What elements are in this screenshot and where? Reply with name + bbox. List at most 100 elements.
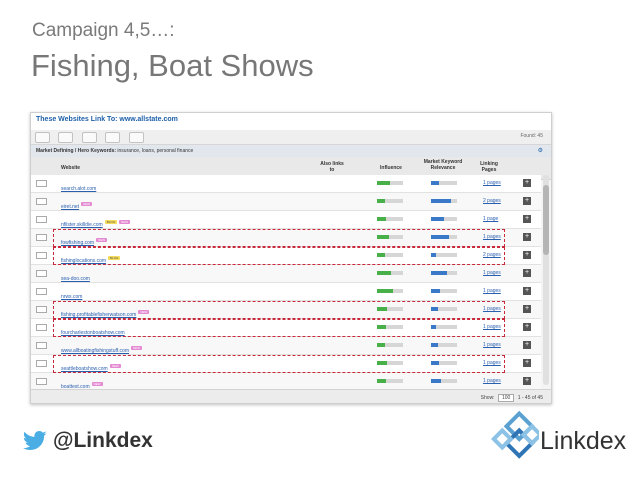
table-row[interactable]: search.alot.comALOT Search Powered by Go… [31,175,541,201]
table-row[interactable]: nrws.comNational and Local Weather Forec… [31,283,541,309]
linking-pages-link[interactable]: 2 pages [483,252,501,258]
site-url-link[interactable]: nfilster.skilldie.com [61,222,103,228]
linking-pages-link[interactable]: 1 pages [483,342,501,348]
row-select-checkbox[interactable] [36,306,47,313]
gear-icon[interactable]: ⚙ [537,148,543,154]
pager-range: 1 - 45 of 45 [517,395,543,401]
site-url-link[interactable]: seattleboatshow.com [61,366,108,372]
table-row[interactable]: fowfishing.comNEWFow Fishing: Ultimate F… [31,229,541,255]
linking-pages-link[interactable]: 1 pages [483,270,501,276]
add-site-button[interactable]: + [523,287,531,295]
table-row[interactable]: eiret.netNEWeiRET2 pages+ [31,193,541,219]
table-row[interactable]: www.allboatingfishingstuff.comNEWALL BOA… [31,337,541,363]
relevance-bar [431,235,457,239]
scrollbar[interactable] [543,175,549,385]
col-relevance[interactable]: Market Keyword Relevance [423,159,463,171]
linking-pages-link[interactable]: 1 pages [483,378,501,384]
influence-bar [377,325,403,329]
col-also-links[interactable]: Also links to [320,161,344,173]
site-url-link[interactable]: fourcharlestonboatshow.com [61,330,125,336]
linking-pages-link[interactable]: 1 pages [483,180,501,186]
table-row[interactable]: seattleboatshow.comNEWSeattleBoatShow.co… [31,355,541,381]
col-website[interactable]: Website [61,165,81,171]
site-url-link[interactable]: search.alot.com [61,186,97,192]
add-site-button[interactable]: + [523,179,531,187]
add-site-button[interactable]: + [523,323,531,331]
row-select-checkbox[interactable] [36,288,47,295]
site-tag-badge: NEW [109,363,121,368]
site-tag-badge: NEW [138,309,150,314]
site-url-link[interactable]: www.allboatingfishingstuff.com [61,348,129,354]
linking-pages-link[interactable]: 1 page [483,216,499,222]
row-select-checkbox[interactable] [36,360,47,367]
filter-tool-button[interactable] [81,132,97,143]
brand-name: Linkdex [540,427,627,455]
add-site-button[interactable]: + [523,269,531,277]
site-url-link[interactable]: eiret.net [61,204,80,210]
table-row[interactable]: fishinglocations.comBLOGFishing Reports … [31,247,541,279]
site-url-link[interactable]: fowfishing.com [61,240,95,246]
influence-bar [377,307,403,311]
relevance-bar-fill [431,199,451,203]
linking-pages-link[interactable]: 1 pages [483,306,501,312]
influence-bar-fill [377,361,388,365]
relevance-bar-fill [431,307,438,311]
found-count: Found: 45 [520,133,543,139]
add-site-button[interactable]: + [523,377,531,385]
edit-tool-button[interactable] [35,132,50,143]
add-site-button[interactable]: + [523,197,531,205]
linking-pages-link[interactable]: 1 pages [483,288,501,294]
tag-tool-button[interactable] [58,132,74,143]
influence-bar-fill [377,235,389,239]
row-select-checkbox[interactable] [36,198,47,205]
add-site-button[interactable]: + [523,341,531,349]
twitter-bird-icon [23,431,47,450]
influence-bar-fill [377,253,385,257]
add-site-button[interactable]: + [523,305,531,313]
site-url-link[interactable]: boattest.com [61,384,90,390]
scrollbar-thumb[interactable] [543,185,549,255]
row-select-checkbox[interactable] [36,378,47,385]
add-site-button[interactable]: + [523,251,531,259]
site-url-link[interactable]: fishing.profitablefisherwatson.com [61,312,137,318]
add-site-button[interactable]: + [523,359,531,367]
relevance-bar [431,379,457,383]
export-tool-button[interactable] [105,132,121,143]
relevance-bar [431,217,457,221]
relevance-bar [431,199,457,203]
influence-bar-fill [377,181,390,185]
influence-bar [377,379,403,383]
linking-pages-link[interactable]: 2 pages [483,198,501,204]
row-select-checkbox[interactable] [36,342,47,349]
influence-bar [377,199,403,203]
col-influence[interactable]: Influence [380,165,402,171]
relevance-bar-fill [431,379,442,383]
site-url-link[interactable]: nrws.com [61,294,83,300]
table-row[interactable]: fishing.profitablefisherwatson.comNEWFis… [31,301,541,327]
site-url-link[interactable]: fishinglocations.com [61,258,107,264]
relevance-bar [431,271,457,275]
table-row[interactable]: fourcharlestonboatshow.comThe 54th Annua… [31,319,541,345]
influence-bar [377,361,403,365]
relevance-bar-fill [431,217,444,221]
site-tag-badge: NEW [91,381,103,386]
table-row[interactable]: sea-doo.comSea-Doo USA: Personal Watercr… [31,265,541,291]
add-site-button[interactable]: + [523,233,531,241]
row-select-checkbox[interactable] [36,252,47,259]
linking-pages-link[interactable]: 1 pages [483,234,501,240]
table-row[interactable]: nfilster.skilldie.comBLOGNEWNfilster - t… [31,211,541,237]
row-select-checkbox[interactable] [36,270,47,277]
row-select-checkbox[interactable] [36,324,47,331]
delete-tool-button[interactable] [128,132,144,143]
add-site-button[interactable]: + [523,215,531,223]
col-linking-pages[interactable]: Linking Pages [480,161,498,173]
relevance-bar-fill [431,361,439,365]
row-select-checkbox[interactable] [36,216,47,223]
page-size-select[interactable]: 100 [497,394,515,402]
row-select-checkbox[interactable] [36,180,47,187]
linking-pages-link[interactable]: 1 pages [483,324,501,330]
row-select-checkbox[interactable] [36,234,47,241]
site-url-link[interactable]: sea-doo.com [61,276,90,282]
relevance-bar [431,325,457,329]
linking-pages-link[interactable]: 1 pages [483,360,501,366]
